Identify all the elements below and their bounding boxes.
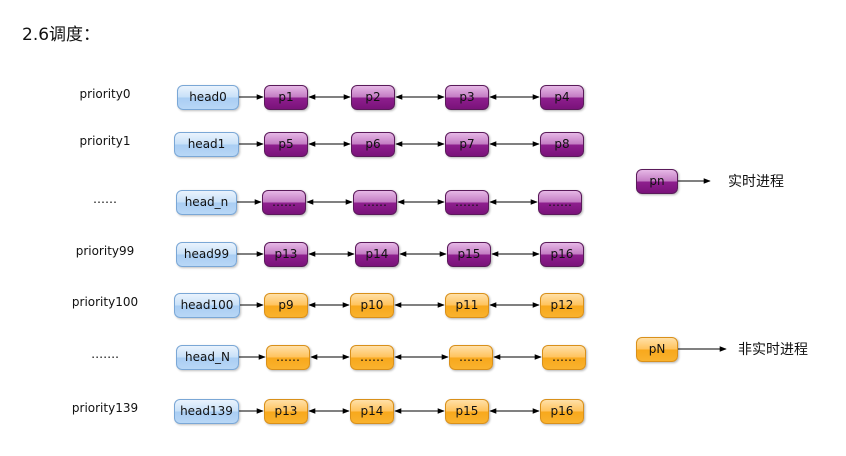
process-node: p16 xyxy=(540,398,584,424)
process-node: p6 xyxy=(351,131,395,157)
queue-head: head0 xyxy=(177,84,239,110)
priority-label: priority139 xyxy=(71,401,139,415)
process-node: p13 xyxy=(264,241,308,267)
queue-head: head_N xyxy=(176,344,239,370)
queue-head: head1 xyxy=(174,131,239,157)
process-node: p15 xyxy=(447,241,491,267)
legend-realtime-box: pn xyxy=(636,168,678,194)
process-node: p4 xyxy=(540,84,584,110)
legend-non-realtime-label: 非实时进程 xyxy=(738,342,808,358)
process-node: p8 xyxy=(540,131,584,157)
legend-realtime-label: 实时进程 xyxy=(728,174,784,190)
process-node: p9 xyxy=(264,292,308,318)
process-node: …… xyxy=(542,344,586,370)
process-node: …… xyxy=(353,189,397,215)
process-node: p11 xyxy=(445,292,489,318)
process-node: p12 xyxy=(540,292,584,318)
process-node: p7 xyxy=(445,131,489,157)
priority-label: priority100 xyxy=(71,295,139,309)
process-node: p14 xyxy=(350,398,394,424)
priority-label: priority99 xyxy=(75,244,135,258)
process-node: …… xyxy=(445,189,489,215)
legend-non-realtime-box: pN xyxy=(636,336,678,362)
process-node: …… xyxy=(262,189,306,215)
queue-head: head99 xyxy=(176,241,237,267)
process-node: …… xyxy=(538,189,582,215)
priority-label: ……. xyxy=(91,347,119,361)
priority-label: …… xyxy=(93,192,117,206)
process-node: …… xyxy=(350,344,394,370)
process-node: p5 xyxy=(264,131,308,157)
queue-head: head100 xyxy=(174,292,240,318)
queue-head: head_n xyxy=(176,189,237,215)
process-node: p14 xyxy=(355,241,399,267)
process-node: p3 xyxy=(445,84,489,110)
process-node: p1 xyxy=(264,84,308,110)
process-node: …… xyxy=(266,344,310,370)
process-node: p15 xyxy=(445,398,489,424)
page-title: 2.6调度： xyxy=(22,25,101,45)
process-node: p2 xyxy=(351,84,395,110)
priority-label: priority1 xyxy=(79,134,131,148)
process-node: p10 xyxy=(350,292,394,318)
priority-label: priority0 xyxy=(79,87,131,101)
queue-head: head139 xyxy=(174,398,239,424)
process-node: p13 xyxy=(264,398,308,424)
process-node: p16 xyxy=(540,241,584,267)
process-node: …… xyxy=(449,344,493,370)
